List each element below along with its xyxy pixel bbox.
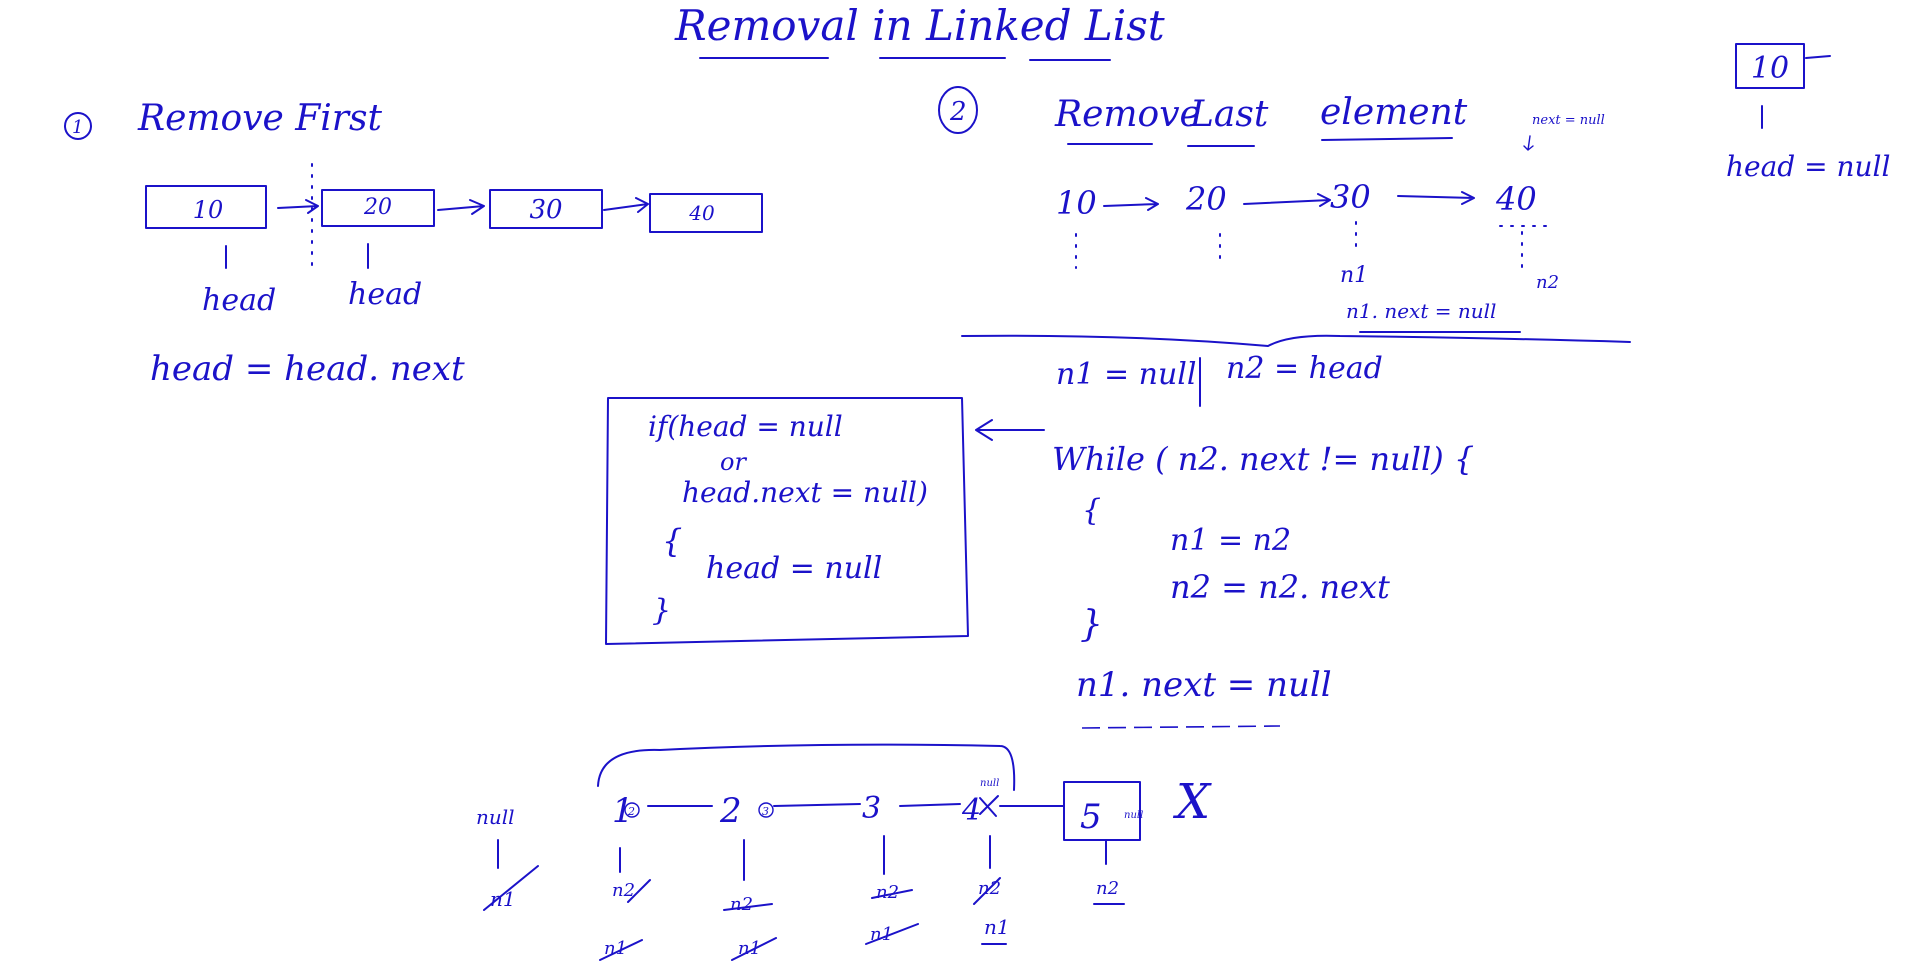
page-title: Removal in Linked List — [674, 1, 1165, 50]
s1-node-value-2: 20 — [363, 195, 392, 220]
s1-node-value-3: 30 — [529, 195, 562, 225]
trace-node-4-cross — [979, 795, 999, 817]
trace-n2-2-strike — [723, 903, 773, 911]
edge-case-arrow — [975, 419, 1045, 441]
trace-n2-1: n2 — [612, 880, 635, 901]
s1-head-label-new: head — [348, 277, 422, 312]
corner-node-next-stub — [1805, 55, 1831, 59]
trace-n1-2-strike — [731, 937, 777, 961]
trace-n2-3: n2 — [876, 882, 899, 903]
section1-number: 1 — [72, 117, 83, 138]
section2-number-circle — [938, 86, 978, 134]
s1-statement: head = head. next — [150, 349, 465, 389]
s1-node-value-4: 40 — [688, 201, 715, 225]
trace-brace — [597, 743, 1016, 791]
trace-null-label: null — [476, 805, 515, 829]
edge-case-box — [605, 397, 969, 645]
corner-node-value: 10 — [1751, 51, 1789, 86]
edge-case-open: { — [662, 522, 682, 560]
s2-heading-underline-3 — [1321, 137, 1453, 141]
trace-n2-5: n2 — [1096, 878, 1119, 899]
s1-node-box-4 — [649, 193, 763, 233]
trace-node-5-note: null — [1124, 810, 1143, 821]
s2-while-open: { — [1082, 493, 1101, 528]
trace-node-5-box — [1063, 781, 1141, 841]
trace-node-3: 3 — [862, 791, 881, 826]
trace-n1-1: n1 — [604, 938, 627, 959]
s2-ptr-n2: n2 — [1536, 272, 1559, 293]
section1-heading: Remove First — [137, 98, 382, 139]
trace-null-strike — [483, 865, 539, 911]
trace-n1-1-strike — [599, 939, 643, 961]
trace-marker-2-circle — [758, 802, 774, 818]
trace-link-3 — [899, 803, 961, 807]
corner-head-null: head = null — [1726, 150, 1890, 183]
trace-n2-2: n2 — [730, 894, 753, 915]
section1-number-circle — [64, 112, 92, 140]
edge-case-body: head = null — [706, 551, 882, 586]
corner-node-box — [1735, 43, 1805, 89]
trace-n2-1-strike — [627, 879, 651, 903]
s1-node-value-1: 10 — [193, 196, 224, 224]
trace-node-1: 1 — [612, 791, 634, 831]
s2-while-line-1: n1 = n2 — [1170, 523, 1291, 558]
s1-node-box-2 — [321, 189, 435, 227]
section2-heading-word-3: element — [1320, 92, 1468, 133]
s2-dots-4 — [1499, 225, 1547, 273]
edge-case-close: } — [652, 593, 671, 628]
edge-case-line-3: head.next = null) — [682, 476, 928, 509]
s2-node-1: 10 — [1056, 184, 1097, 222]
s2-ptr-n1: n1 — [1340, 263, 1368, 288]
trace-null-struck-label: n1 — [490, 887, 516, 911]
trace-marker-1: 2 — [627, 805, 635, 818]
s2-assign-note: n1. next = null — [1346, 299, 1496, 323]
trace-removal-cross: X — [1172, 774, 1212, 830]
s1-node-box-3 — [489, 189, 603, 229]
s2-node-3: 30 — [1330, 178, 1371, 216]
trace-node-4: 4 — [961, 793, 981, 828]
s2-note-next-null: next = null — [1532, 113, 1605, 128]
section2-heading-word-1: Remove — [1054, 94, 1201, 135]
s2-arrow-3 — [1397, 191, 1475, 205]
s2-while-header: While ( n2. next != null) { — [1052, 440, 1474, 478]
edge-case-line-2: or — [720, 448, 747, 476]
s2-note-arrow — [1523, 135, 1534, 151]
edge-case-line-1: if(head = null — [648, 410, 843, 443]
trace-link-2 — [773, 803, 861, 807]
s1-head-label-old: head — [202, 283, 276, 318]
trace-n1-3-strike — [865, 923, 919, 945]
s2-after-underline — [1081, 725, 1281, 729]
s1-arrow-2 — [437, 199, 485, 215]
trace-node-5: 5 — [1080, 797, 1102, 837]
s1-arrow-3 — [603, 197, 649, 213]
s2-separator — [961, 334, 1631, 347]
s2-while-close: } — [1080, 604, 1103, 645]
trace-n2-4-strike — [973, 877, 1001, 905]
trace-next-null-note: null — [980, 778, 999, 789]
s1-node-box-1 — [145, 185, 267, 229]
s2-node-4: 40 — [1495, 180, 1537, 218]
trace-node-2: 2 — [719, 791, 742, 831]
s2-init-n2: n2 = head — [1226, 351, 1383, 386]
s1-arrow-1 — [277, 199, 319, 214]
trace-n2-3-strike — [871, 889, 913, 899]
trace-marker-2: 3 — [762, 805, 769, 818]
s2-node-2: 20 — [1185, 180, 1227, 218]
s2-after-loop: n1. next = null — [1076, 665, 1332, 705]
section2-number: 2 — [949, 97, 967, 127]
section2-heading-word-2: Last — [1189, 94, 1269, 135]
s2-arrow-2 — [1243, 193, 1331, 207]
s2-while-line-2: n2 = n2. next — [1170, 568, 1390, 606]
trace-marker-1-circle — [624, 802, 640, 818]
trace-n1-4: n1 — [984, 915, 1010, 939]
s2-init-n1: n1 = null — [1056, 357, 1196, 392]
s2-arrow-1 — [1103, 197, 1159, 211]
